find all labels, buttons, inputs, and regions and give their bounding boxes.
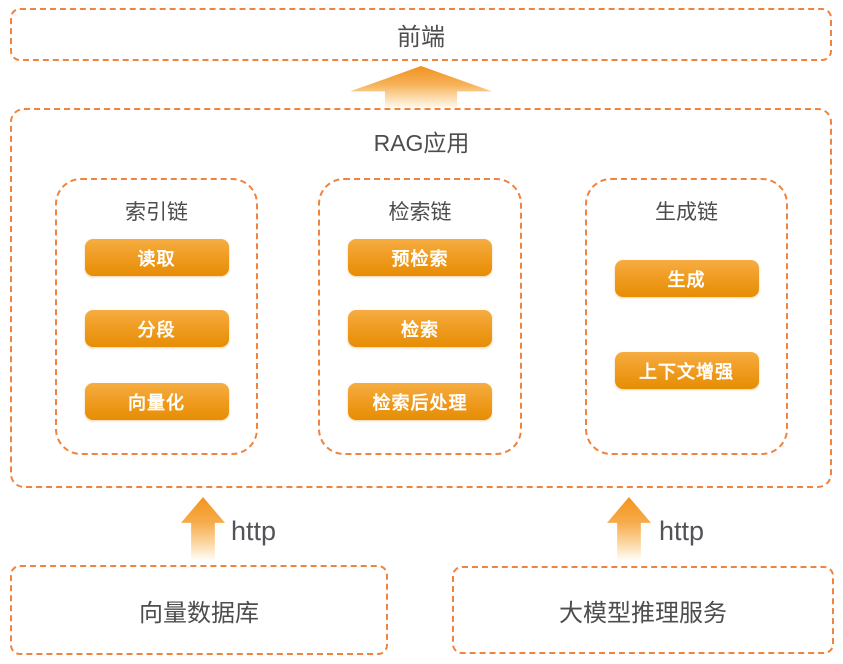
up-arrow-from-vector-db <box>181 497 225 560</box>
step-retrieval: 检索 <box>348 310 492 347</box>
up-arrow-to-frontend <box>350 66 492 107</box>
generation-chain-box: 生成链 生成 上下文增强 <box>585 178 788 455</box>
llm-inference-box: 大模型推理服务 <box>452 566 834 654</box>
index-chain-box: 索引链 读取 分段 向量化 <box>55 178 258 455</box>
frontend-box: 前端 <box>10 8 832 61</box>
step-context-enhance: 上下文增强 <box>614 352 759 389</box>
up-arrow-from-llm-service <box>607 497 651 560</box>
index-chain-title: 索引链 <box>125 201 188 224</box>
step-read: 读取 <box>84 239 229 276</box>
http-label-left: http <box>231 516 277 546</box>
llm-inference-label: 大模型推理服务 <box>559 599 727 627</box>
step-post-retrieval: 检索后处理 <box>348 383 492 420</box>
http-label-right: http <box>659 516 705 546</box>
rag-app-title: RAG应用 <box>373 130 470 156</box>
step-segment: 分段 <box>84 310 229 347</box>
vector-db-label: 向量数据库 <box>139 599 259 627</box>
retrieval-chain-box: 检索链 预检索 检索 检索后处理 <box>318 178 522 455</box>
generation-chain-title: 生成链 <box>655 201 718 224</box>
step-pre-retrieval: 预检索 <box>348 239 492 276</box>
step-vectorize: 向量化 <box>84 383 229 420</box>
frontend-label: 前端 <box>397 24 445 51</box>
step-generate: 生成 <box>614 260 759 297</box>
vector-db-box: 向量数据库 <box>10 565 388 655</box>
retrieval-chain-title: 检索链 <box>388 201 452 224</box>
